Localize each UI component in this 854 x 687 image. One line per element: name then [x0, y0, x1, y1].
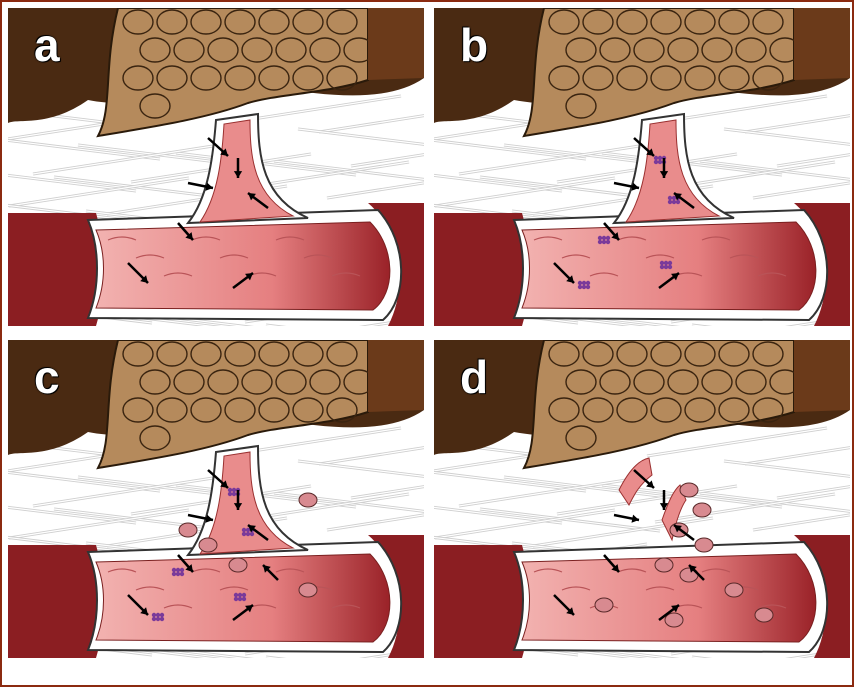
- panel-a-label: a: [34, 22, 60, 68]
- granule: [242, 597, 246, 601]
- granule: [606, 240, 610, 244]
- blood-cell: [755, 608, 773, 622]
- blood-cell: [299, 493, 317, 507]
- parenchymal-tissue: [524, 340, 800, 468]
- granule: [578, 285, 582, 289]
- blood-cell: [199, 538, 217, 552]
- blood-cell: [665, 613, 683, 627]
- granule: [160, 613, 164, 617]
- granule: [658, 156, 662, 160]
- panel-b-label: b: [460, 22, 488, 68]
- vessel-stub-left: [434, 213, 530, 326]
- blood-cell: [655, 558, 673, 572]
- granule: [664, 265, 668, 269]
- granule: [660, 265, 664, 269]
- tissue-edge: [794, 340, 850, 412]
- vessel-stub-left: [8, 545, 104, 658]
- granule: [242, 532, 246, 536]
- vessel-branch: [188, 114, 308, 223]
- granule: [598, 236, 602, 240]
- granule: [242, 528, 246, 532]
- granule: [654, 156, 658, 160]
- tissue-edge: [368, 8, 424, 80]
- granule: [606, 236, 610, 240]
- granule: [232, 492, 236, 496]
- granule: [654, 160, 658, 164]
- granule: [586, 281, 590, 285]
- blood-cell: [229, 558, 247, 572]
- panel-c-label: c: [34, 354, 60, 400]
- panel-d-illustration: [434, 340, 850, 658]
- granule: [232, 488, 236, 492]
- granule: [668, 196, 672, 200]
- granule: [664, 261, 668, 265]
- granule: [180, 568, 184, 572]
- granule: [156, 617, 160, 621]
- blood-cell: [680, 483, 698, 497]
- granule: [672, 200, 676, 204]
- granule: [242, 593, 246, 597]
- panel-a: a: [8, 8, 424, 326]
- blood-cell: [299, 583, 317, 597]
- panel-d-label: d: [460, 354, 488, 400]
- tissue-edge: [794, 8, 850, 80]
- granule: [152, 613, 156, 617]
- granule: [602, 240, 606, 244]
- granule: [234, 597, 238, 601]
- panel-d: d: [434, 340, 850, 658]
- granule: [176, 572, 180, 576]
- granule: [152, 617, 156, 621]
- granule: [660, 261, 664, 265]
- panel-b-illustration: [434, 8, 850, 326]
- tissue-edge: [368, 340, 424, 412]
- granule: [228, 492, 232, 496]
- granule: [668, 261, 672, 265]
- granule: [586, 285, 590, 289]
- granule: [582, 285, 586, 289]
- granule: [602, 236, 606, 240]
- granule: [228, 488, 232, 492]
- granule: [156, 613, 160, 617]
- granule: [668, 200, 672, 204]
- blood-cell: [179, 523, 197, 537]
- vessel-branch: [614, 114, 734, 223]
- granule: [176, 568, 180, 572]
- granule: [658, 160, 662, 164]
- panel-c-illustration: [8, 340, 424, 658]
- blood-cell: [695, 538, 713, 552]
- panel-a-illustration: [8, 8, 424, 326]
- granule: [160, 617, 164, 621]
- vessel-stub-left: [434, 545, 530, 658]
- granule: [582, 281, 586, 285]
- granule: [180, 572, 184, 576]
- granule: [172, 568, 176, 572]
- panel-b: b: [434, 8, 850, 326]
- granule: [598, 240, 602, 244]
- granule: [676, 200, 680, 204]
- granule: [668, 265, 672, 269]
- granule: [172, 572, 176, 576]
- capillary-vessel: [88, 210, 401, 320]
- capillary-vessel: [514, 542, 827, 652]
- blood-cell: [595, 598, 613, 612]
- granule: [250, 532, 254, 536]
- granule: [234, 593, 238, 597]
- vessel-stub-left: [8, 213, 104, 326]
- granule: [246, 532, 250, 536]
- blood-cell: [693, 503, 711, 517]
- granule: [238, 593, 242, 597]
- panel-c: c: [8, 340, 424, 658]
- blood-cell: [725, 583, 743, 597]
- granule: [578, 281, 582, 285]
- granule: [238, 597, 242, 601]
